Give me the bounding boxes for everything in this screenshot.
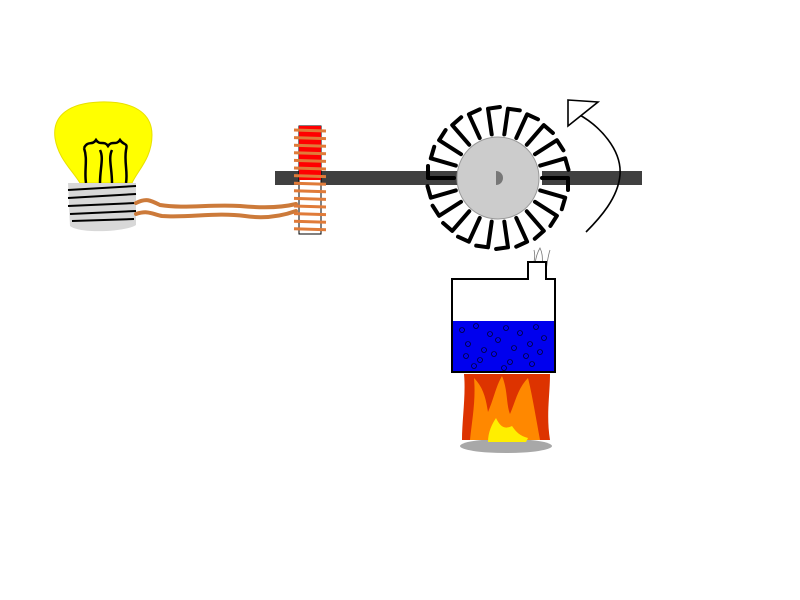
coil-winding xyxy=(293,166,327,171)
water-bubble xyxy=(523,353,529,359)
water-bubble xyxy=(465,341,471,347)
water-bubble xyxy=(529,361,535,367)
turbine-axle xyxy=(496,171,503,185)
flame-inner xyxy=(488,418,528,442)
water-bubble xyxy=(537,349,543,355)
turbine-blade xyxy=(474,219,494,250)
wire-icon xyxy=(134,198,298,210)
water-bubble xyxy=(471,363,477,369)
water-bubble xyxy=(507,359,513,365)
light-bulb xyxy=(54,101,153,232)
turbine-blade xyxy=(502,106,522,137)
turbine-blade xyxy=(514,112,540,140)
coil-winding xyxy=(293,158,327,163)
coil-winding xyxy=(293,151,327,156)
coil-winding xyxy=(293,212,327,217)
wire-return xyxy=(134,209,298,220)
turbine-blade xyxy=(538,188,568,212)
turbine-blade xyxy=(524,209,546,241)
coil-winding xyxy=(293,196,327,201)
turbine-blades xyxy=(425,105,571,251)
coil-winding xyxy=(293,143,327,148)
shaft-icon xyxy=(275,171,496,185)
water-bubble xyxy=(511,345,517,351)
turbine-blade xyxy=(524,123,555,147)
flame-middle xyxy=(470,376,540,440)
coil-winding xyxy=(293,219,327,224)
water-boiler xyxy=(451,261,556,373)
water-bubbles xyxy=(459,323,547,371)
water-bubble xyxy=(517,330,523,336)
water-bubble xyxy=(533,324,539,330)
water-bubble xyxy=(491,351,497,357)
water-bubble xyxy=(527,341,533,347)
water-bubble xyxy=(481,347,487,353)
coil-winding xyxy=(293,128,327,133)
generator-coil xyxy=(293,125,327,235)
rotation-arrow xyxy=(567,99,621,233)
turbine-blade xyxy=(540,176,570,192)
turbine-blade xyxy=(514,216,530,249)
water-bubble xyxy=(459,327,465,333)
turbine-blade xyxy=(456,216,482,244)
turbine-blade xyxy=(426,164,456,180)
turbine-blade xyxy=(430,199,463,218)
water-bubble xyxy=(463,353,469,359)
turbine-blade xyxy=(533,138,566,157)
water-bubble xyxy=(473,323,479,329)
bulb-filament xyxy=(82,137,128,184)
fire xyxy=(460,374,552,453)
turbine-blade xyxy=(466,107,482,140)
copper-wires xyxy=(134,198,298,220)
water-bubble xyxy=(477,357,483,363)
steam-turbine xyxy=(425,105,571,251)
water-bubble xyxy=(487,331,493,337)
coil-winding xyxy=(293,136,327,141)
turbine-blade xyxy=(486,105,502,137)
coil-winding xyxy=(293,189,327,194)
arrowhead xyxy=(567,99,601,128)
turbine-blade xyxy=(533,199,559,228)
coil-winding xyxy=(293,174,327,179)
coil-winding xyxy=(293,227,327,232)
water-bubble xyxy=(501,365,507,371)
turbine-blade xyxy=(425,184,458,200)
turbine-blade xyxy=(450,115,472,147)
turbine-blade xyxy=(538,156,571,172)
coil-winding xyxy=(293,204,327,209)
coil-windings xyxy=(293,128,327,232)
turbine-blade xyxy=(428,144,458,168)
turbine-blade xyxy=(437,128,463,157)
water-bubble xyxy=(503,325,509,331)
bulb-base-threads xyxy=(67,185,137,222)
water-bubble xyxy=(495,337,501,343)
water-bubble xyxy=(541,335,547,341)
coil-winding xyxy=(293,181,327,186)
turbine-blade xyxy=(441,209,472,233)
curved-arrow-icon xyxy=(577,113,621,233)
ash-pile xyxy=(460,439,552,453)
turbine-blade xyxy=(494,219,510,251)
